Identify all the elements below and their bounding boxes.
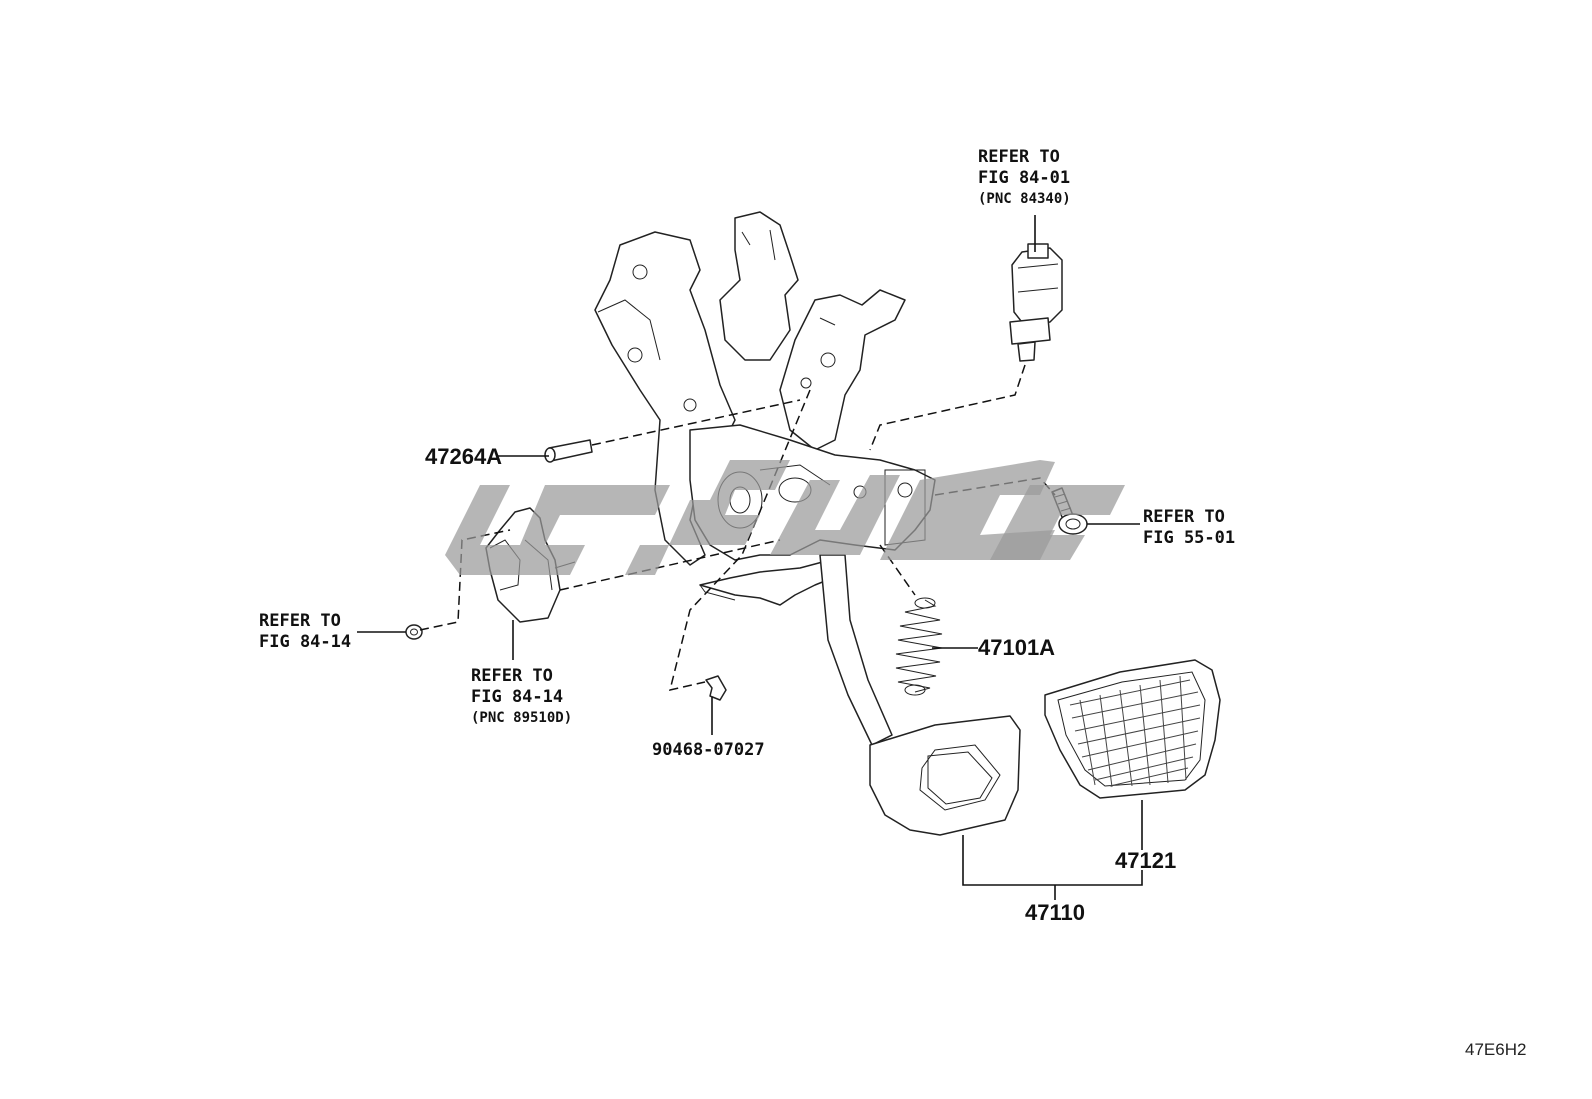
part-number-47121: 47121 (1115, 848, 1176, 873)
part-number-47264A: 47264A (425, 444, 502, 469)
ref-sensor-line1: REFER TO (471, 666, 553, 686)
watermark-logo (445, 460, 1125, 575)
part-number-90468-07027: 90468-07027 (652, 740, 765, 760)
ref-bolt-line2: FIG 55-01 (1143, 528, 1235, 548)
brake-pedal-arm (819, 554, 1021, 836)
hex-nut (405, 624, 423, 640)
ref-sensor-line2: FIG 84-14 (471, 687, 563, 707)
ref-nut-line2: FIG 84-14 (259, 632, 351, 652)
ref-bolt-line1: REFER TO (1143, 507, 1225, 527)
return-spring-47101A (895, 597, 943, 696)
clevis-pin-47264A (544, 439, 593, 463)
ref-nut-line1: REFER TO (259, 611, 341, 631)
ref-stop-switch: REFER TO FIG 84-01 (PNC 84340) (978, 147, 1071, 207)
assembly-guide-lines (419, 364, 1056, 692)
ref-bolt: REFER TO FIG 55-01 (1143, 507, 1235, 548)
ref-stop-switch-pnc: (PNC 84340) (978, 191, 1071, 207)
part-number-47110: 47110 (1025, 900, 1085, 925)
leader-lines (357, 215, 1143, 900)
stop-lamp-switch (1009, 243, 1063, 362)
ref-sensor: REFER TO FIG 84-14 (PNC 89510D) (471, 666, 572, 726)
ref-stop-switch-line2: FIG 84-01 (978, 168, 1070, 188)
ref-sensor-pnc: (PNC 89510D) (471, 710, 572, 726)
ref-stop-switch-line1: REFER TO (978, 147, 1060, 167)
ref-nut: REFER TO FIG 84-14 (259, 611, 351, 652)
figure-code: 47E6H2 (1465, 1040, 1526, 1059)
clip-90468 (705, 675, 727, 701)
pedal-pad-47121 (1044, 659, 1221, 799)
part-number-47101A: 47101A (978, 635, 1055, 660)
